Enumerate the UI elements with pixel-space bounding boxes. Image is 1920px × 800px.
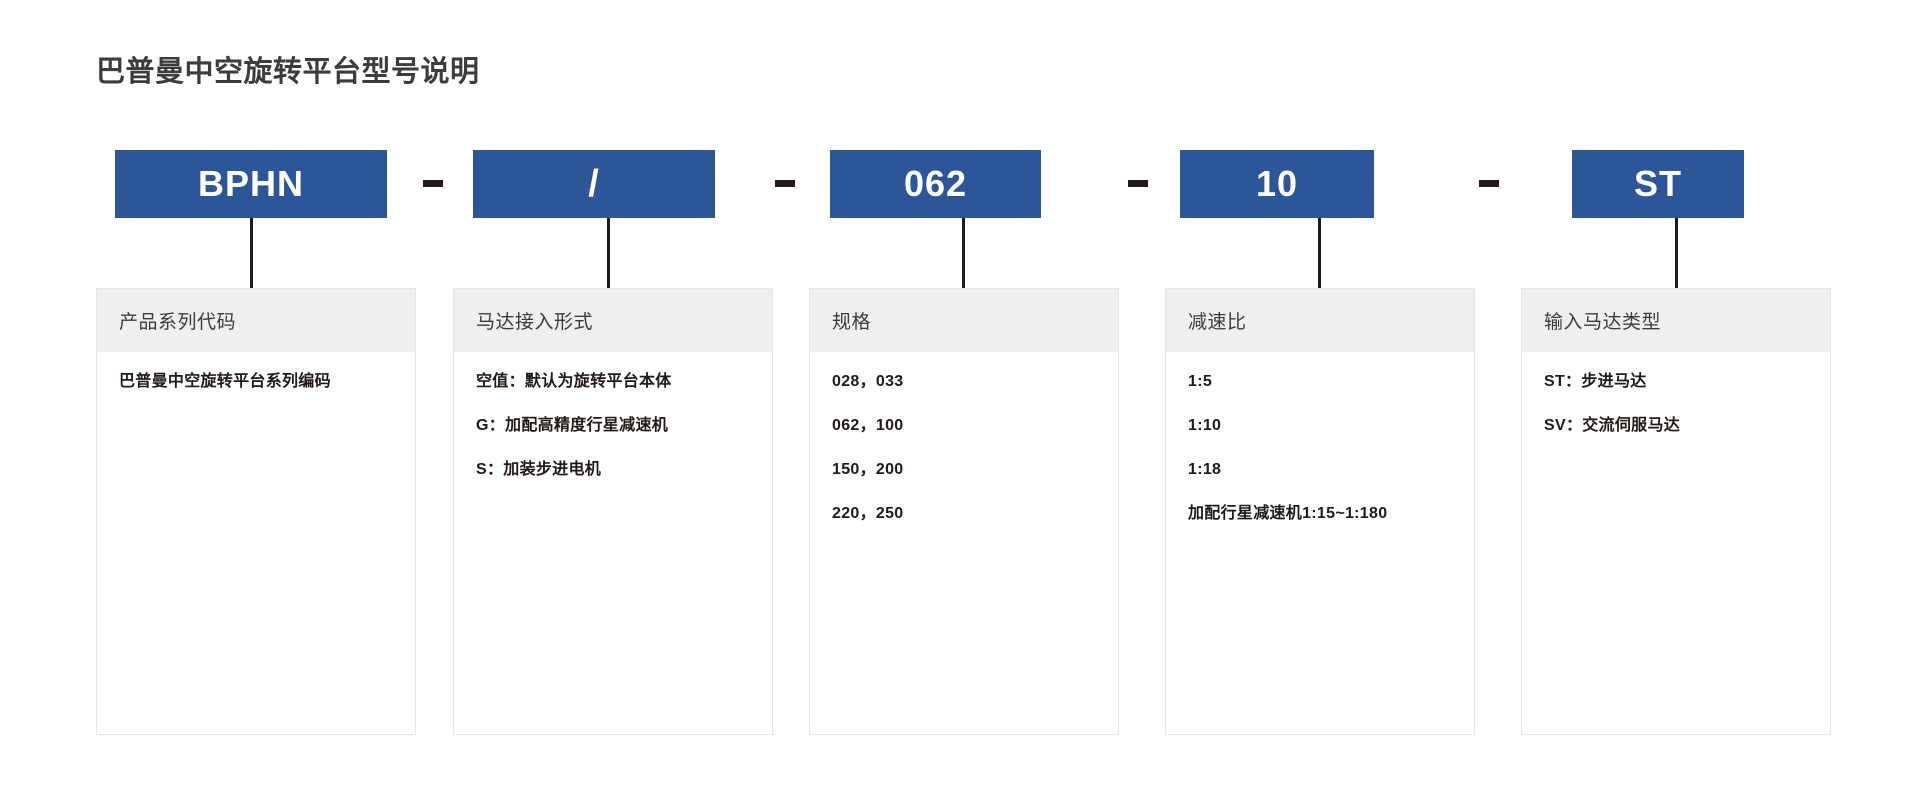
column-body-motor-mount: 空值：默认为旋转平台本体 G：加配高精度行星减速机 S：加装步进电机: [454, 352, 772, 478]
column-line: 空值：默认为旋转平台本体: [476, 373, 672, 390]
column-header-motor-type: 输入马达类型: [1522, 289, 1830, 352]
column-header-size: 规格: [810, 289, 1118, 352]
column-line: 062，100: [832, 417, 904, 434]
code-separator-dash-4: [1479, 180, 1499, 187]
code-separator-dash-3: [1128, 180, 1148, 187]
column-header-label: 马达接入形式: [476, 312, 594, 333]
column-header-motor-mount: 马达接入形式: [454, 289, 772, 352]
column-body-motor-type: ST：步进马达 SV：交流伺服马达: [1522, 352, 1830, 434]
column-body-reduction-ratio: 1:5 1:10 1:18 加配行星减速机1:15~1:180: [1166, 352, 1474, 522]
column-panel-series-code: 产品系列代码 巴普曼中空旋转平台系列编码: [96, 288, 416, 735]
code-separator-dash-2: [775, 180, 795, 187]
column-line: SV：交流伺服马达: [1544, 417, 1681, 434]
code-chip-motor-mount[interactable]: /: [473, 150, 715, 218]
column-line: 巴普曼中空旋转平台系列编码: [119, 373, 331, 390]
column-panel-reduction-ratio: 减速比 1:5 1:10 1:18 加配行星减速机1:15~1:180: [1165, 288, 1475, 735]
column-panel-motor-type: 输入马达类型 ST：步进马达 SV：交流伺服马达: [1521, 288, 1831, 735]
column-panel-size: 规格 028，033 062，100 150，200 220，250: [809, 288, 1119, 735]
column-line: ST：步进马达: [1544, 373, 1647, 390]
column-header-label: 输入马达类型: [1544, 312, 1662, 333]
column-line: 1:18: [1188, 461, 1222, 478]
column-line: 加配行星减速机1:15~1:180: [1188, 505, 1388, 522]
column-line: 1:5: [1188, 373, 1213, 390]
column-header-label: 产品系列代码: [119, 312, 237, 333]
page-title: 巴普曼中空旋转平台型号说明: [96, 56, 480, 88]
connector-line-2: [607, 218, 610, 288]
code-chip-motor-type[interactable]: ST: [1572, 150, 1744, 218]
column-header-label: 规格: [832, 312, 872, 333]
connector-line-5: [1675, 218, 1678, 288]
column-line: 150，200: [832, 461, 904, 478]
code-chip-ratio[interactable]: 10: [1180, 150, 1374, 218]
connector-line-1: [250, 218, 253, 288]
column-header-reduction-ratio: 减速比: [1166, 289, 1474, 352]
column-line: G：加配高精度行星减速机: [476, 417, 669, 434]
connector-line-4: [1318, 218, 1321, 288]
column-line: 1:10: [1188, 417, 1222, 434]
connector-line-3: [962, 218, 965, 288]
model-code-row: BPHN / 062 10 ST: [0, 150, 1920, 220]
column-body-size: 028，033 062，100 150，200 220，250: [810, 352, 1118, 522]
column-line: 028，033: [832, 373, 904, 390]
code-chip-size[interactable]: 062: [830, 150, 1041, 218]
column-line: 220，250: [832, 505, 904, 522]
column-line: S：加装步进电机: [476, 461, 602, 478]
column-body-series-code: 巴普曼中空旋转平台系列编码: [97, 352, 415, 390]
column-header-series-code: 产品系列代码: [97, 289, 415, 352]
code-separator-dash-1: [423, 180, 443, 187]
column-panel-motor-mount: 马达接入形式 空值：默认为旋转平台本体 G：加配高精度行星减速机 S：加装步进电…: [453, 288, 773, 735]
code-chip-series[interactable]: BPHN: [115, 150, 387, 218]
column-header-label: 减速比: [1188, 312, 1247, 333]
